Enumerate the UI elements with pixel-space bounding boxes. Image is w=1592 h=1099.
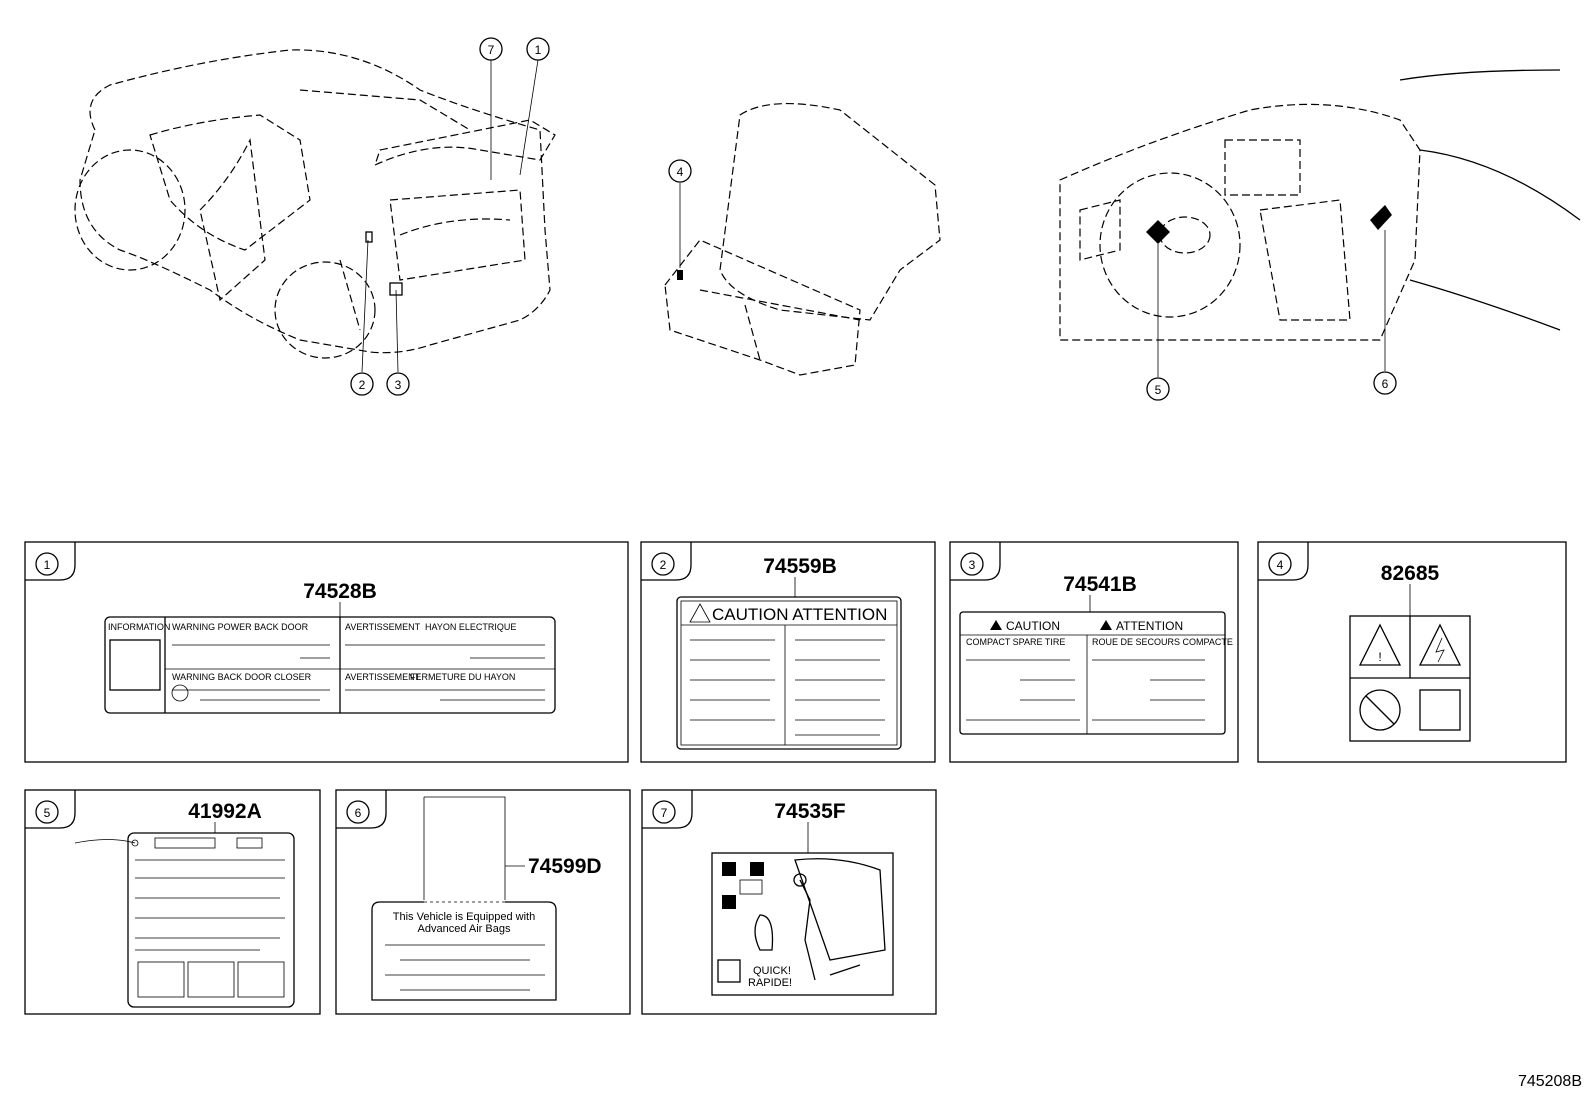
- svg-text:This Vehicle is Equipped with: This Vehicle is Equipped with: [393, 911, 535, 923]
- diagram-reference-id: 745208B: [1517, 1073, 1582, 1090]
- svg-text:5: 5: [1155, 383, 1162, 397]
- part-number-82685: 82685: [1381, 562, 1440, 585]
- svg-text:INFORMATION: INFORMATION: [108, 622, 170, 632]
- panel-1: 1 74528B INFORMATION WARNING POWER BACK …: [24, 541, 629, 763]
- callout-4-top: [668, 159, 692, 183]
- svg-text:1: 1: [535, 43, 542, 57]
- dashboard-view: [1059, 69, 1581, 341]
- svg-text:HAYON ELECTRIQUE: HAYON ELECTRIQUE: [425, 622, 516, 632]
- svg-text:CAUTION ATTENTION: CAUTION ATTENTION: [712, 605, 887, 624]
- svg-text:2: 2: [359, 378, 366, 392]
- svg-text:WARNING POWER BACK DOOR: WARNING POWER BACK DOOR: [172, 622, 309, 632]
- callout-6-top: [1373, 371, 1397, 395]
- callout-7-top: [479, 37, 503, 61]
- svg-text:7: 7: [488, 43, 495, 57]
- svg-text:!: !: [1378, 650, 1381, 664]
- panel-3: 3 74541B CAUTION ATTENTION COMPACT SPARE…: [949, 541, 1239, 763]
- callout-3-top: [386, 372, 410, 396]
- svg-text:ATTENTION: ATTENTION: [1116, 619, 1183, 633]
- svg-text:WARNING BACK DOOR CLOSER: WARNING BACK DOOR CLOSER: [172, 672, 312, 682]
- panel-6: 6 74599D This Vehicle is Equipped with A…: [335, 789, 631, 1015]
- svg-text:AVERTISSEMENT: AVERTISSEMENT: [345, 672, 421, 682]
- vehicle-rear-view: [74, 49, 556, 359]
- svg-text:ROUE DE SECOURS COMPACTE: ROUE DE SECOURS COMPACTE: [1092, 637, 1233, 647]
- svg-text:2: 2: [660, 558, 667, 572]
- panel-4: 4 82685 !: [1257, 541, 1567, 763]
- rear-seat-view: [664, 102, 941, 376]
- callout-5-top: [1146, 377, 1170, 401]
- svg-text:5: 5: [44, 806, 51, 820]
- panel-7: 7 74535F QUICK! RAPIDE!: [641, 789, 937, 1015]
- svg-text:7: 7: [661, 806, 668, 820]
- svg-text:4: 4: [677, 165, 684, 179]
- svg-text:CAUTION: CAUTION: [1006, 619, 1060, 633]
- part-number-41992A: 41992A: [188, 800, 262, 823]
- svg-text:3: 3: [395, 378, 402, 392]
- svg-text:1: 1: [44, 558, 51, 572]
- callout-1-top: [526, 37, 550, 61]
- part-number-74559B: 74559B: [763, 555, 837, 578]
- panel-5: 5 41992A: [24, 789, 321, 1015]
- svg-text:4: 4: [1277, 558, 1284, 572]
- svg-text:FERMETURE DU HAYON: FERMETURE DU HAYON: [410, 672, 515, 682]
- svg-text:AVERTISSEMENT: AVERTISSEMENT: [345, 622, 421, 632]
- part-number-74528B: 74528B: [303, 580, 377, 603]
- svg-text:Advanced Air Bags: Advanced Air Bags: [418, 923, 511, 935]
- svg-text:6: 6: [1382, 377, 1389, 391]
- part-number-74535F: 74535F: [774, 800, 845, 823]
- svg-text:QUICK!: QUICK!: [753, 965, 791, 977]
- svg-text:RAPIDE!: RAPIDE!: [748, 977, 792, 989]
- panel-2: 2 74559B CAUTION ATTENTION: [640, 541, 936, 763]
- svg-text:COMPACT SPARE TIRE: COMPACT SPARE TIRE: [966, 637, 1065, 647]
- svg-text:6: 6: [355, 806, 362, 820]
- part-number-74599D: 74599D: [528, 855, 602, 878]
- callout-2-top: [350, 372, 374, 396]
- part-number-74541B: 74541B: [1063, 573, 1137, 596]
- svg-text:3: 3: [969, 558, 976, 572]
